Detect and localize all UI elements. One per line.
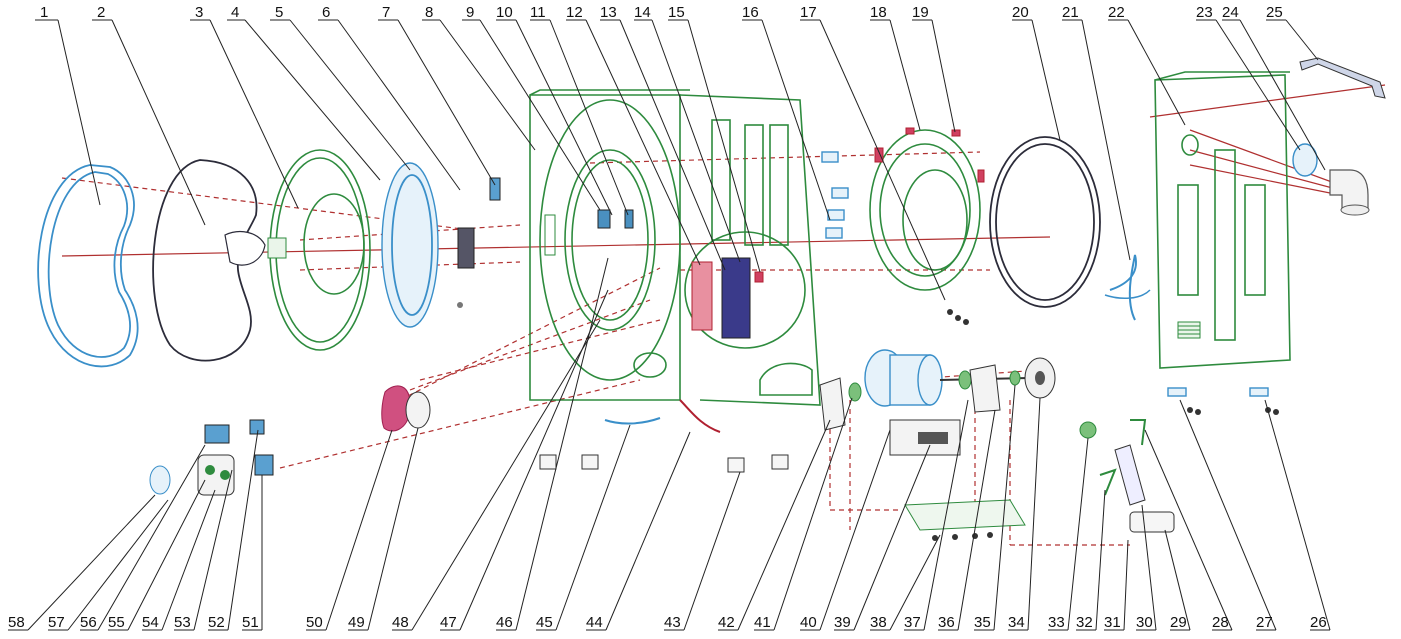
part-45-hose <box>604 417 661 425</box>
part-27-feet-brackets <box>1167 387 1279 415</box>
label-14: 14 <box>634 4 651 21</box>
label-8: 8 <box>425 4 433 21</box>
part-18-drum-rear-ring <box>869 127 985 325</box>
label-54: 54 <box>142 614 159 631</box>
label-18: 18 <box>870 4 887 21</box>
label-3: 3 <box>195 4 203 21</box>
label-29: 29 <box>1170 614 1187 631</box>
part-43-feet <box>539 454 789 473</box>
cabinet-side-panel <box>679 94 821 406</box>
label-36: 36 <box>938 614 955 631</box>
label-47: 47 <box>440 614 457 631</box>
label-13: 13 <box>600 4 617 21</box>
label-21: 21 <box>1062 4 1079 21</box>
label-32: 32 <box>1076 614 1093 631</box>
part-2-door-glass-panel <box>152 159 266 362</box>
label-2: 2 <box>97 4 105 21</box>
label-16: 16 <box>742 4 759 21</box>
label-4: 4 <box>231 4 239 21</box>
label-50: 50 <box>306 614 323 631</box>
bottom-callout-labels: 58 57 56 55 54 53 52 51 50 49 48 47 46 4… <box>8 614 1327 631</box>
label-6: 6 <box>322 4 330 21</box>
label-31: 31 <box>1104 614 1121 631</box>
label-26: 26 <box>1310 614 1327 631</box>
label-44: 44 <box>586 614 603 631</box>
part-25-top-bracket <box>1299 57 1386 99</box>
label-15: 15 <box>668 4 685 21</box>
part-16-clips <box>821 151 849 239</box>
label-42: 42 <box>718 614 735 631</box>
label-58: 58 <box>8 614 25 631</box>
label-23: 23 <box>1196 4 1213 21</box>
label-12: 12 <box>566 4 583 21</box>
part-3-door-inner-frame <box>267 149 371 351</box>
label-24: 24 <box>1222 4 1239 21</box>
label-33: 33 <box>1048 614 1065 631</box>
label-57: 57 <box>48 614 65 631</box>
label-49: 49 <box>348 614 365 631</box>
part-21-wiring-harness <box>1104 254 1151 321</box>
label-53: 53 <box>174 614 191 631</box>
part-22-rear-panel <box>1154 71 1291 369</box>
label-19: 19 <box>912 4 929 21</box>
label-9: 9 <box>466 4 474 21</box>
label-37: 37 <box>904 614 921 631</box>
part-53-door-lock-assembly <box>149 419 274 496</box>
label-25: 25 <box>1266 4 1283 21</box>
label-38: 38 <box>870 614 887 631</box>
label-22: 22 <box>1108 4 1125 21</box>
label-52: 52 <box>208 614 225 631</box>
label-30: 30 <box>1136 614 1153 631</box>
label-11: 11 <box>530 4 546 21</box>
label-1: 1 <box>40 4 48 21</box>
label-10: 10 <box>496 4 513 21</box>
label-17: 17 <box>800 4 817 21</box>
part-50-control-knob <box>381 385 431 432</box>
label-35: 35 <box>974 614 991 631</box>
part-4-door-bowl <box>381 162 439 328</box>
label-45: 45 <box>536 614 553 631</box>
label-51: 51 <box>242 614 259 631</box>
label-34: 34 <box>1008 614 1025 631</box>
part-1-outer-door-frame <box>37 164 139 368</box>
leader-lines <box>8 19 1331 631</box>
label-48: 48 <box>392 614 409 631</box>
label-43: 43 <box>664 614 681 631</box>
label-41: 41 <box>754 614 771 631</box>
top-callout-labels: 1 2 3 4 5 6 7 8 9 10 11 12 13 14 15 16 1… <box>40 4 1283 21</box>
label-40: 40 <box>800 614 817 631</box>
part-30-tensioner-assembly <box>1079 419 1175 533</box>
part-20-drum-belt-ring <box>989 136 1101 308</box>
label-55: 55 <box>108 614 125 631</box>
part-40-drive-motor <box>819 349 1056 541</box>
part-7-door-hinge <box>457 177 501 308</box>
label-39: 39 <box>834 614 851 631</box>
label-27: 27 <box>1256 614 1273 631</box>
part-24-exhaust-elbow <box>1292 143 1370 216</box>
part-14-heater-assembly <box>684 231 806 349</box>
label-46: 46 <box>496 614 513 631</box>
part-44-power-cord <box>679 399 721 433</box>
label-7: 7 <box>382 4 390 21</box>
label-20: 20 <box>1012 4 1029 21</box>
label-28: 28 <box>1212 614 1229 631</box>
label-56: 56 <box>80 614 97 631</box>
label-5: 5 <box>275 4 283 21</box>
